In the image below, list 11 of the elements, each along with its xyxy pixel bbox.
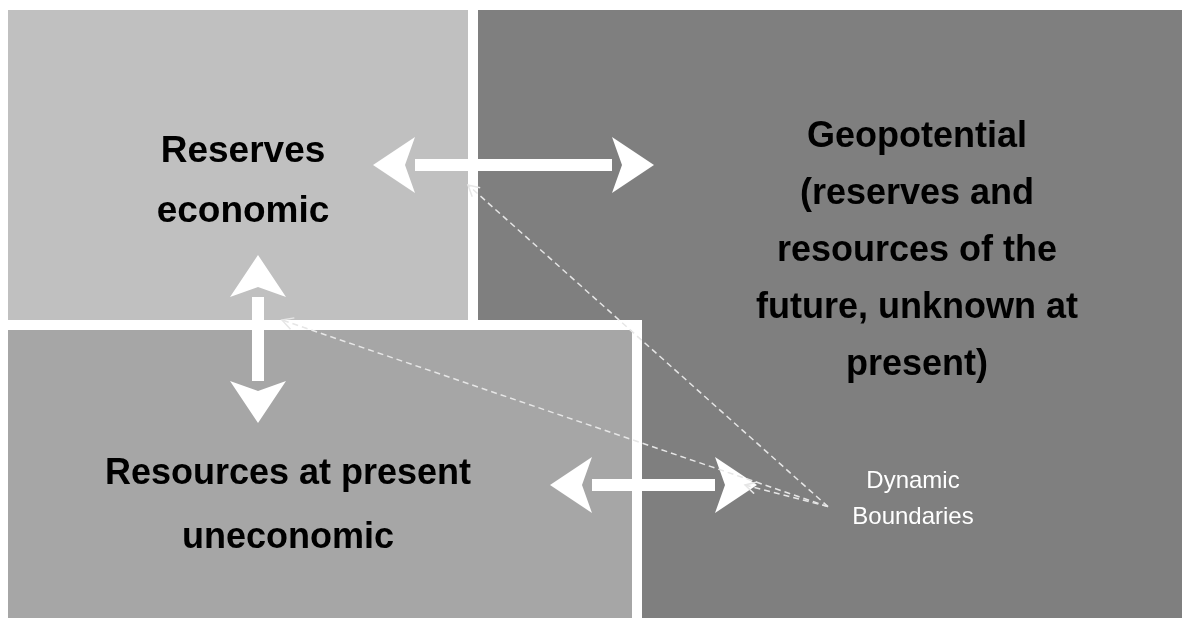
panel-label: Resources at present uneconomic xyxy=(103,450,473,558)
panel xyxy=(642,10,1182,618)
double-arrow xyxy=(373,137,654,193)
double-arrow xyxy=(230,255,286,423)
panel-label: Reserves economic xyxy=(155,128,331,232)
leader-line xyxy=(467,184,829,508)
boundary-label: Dynamic Boundaries xyxy=(851,465,975,531)
panel-label: Geopotential (reserves and resources of the future, unknown at present) xyxy=(755,113,1079,385)
panel xyxy=(8,10,468,320)
double-arrow xyxy=(550,457,757,513)
leader-line xyxy=(744,481,829,508)
